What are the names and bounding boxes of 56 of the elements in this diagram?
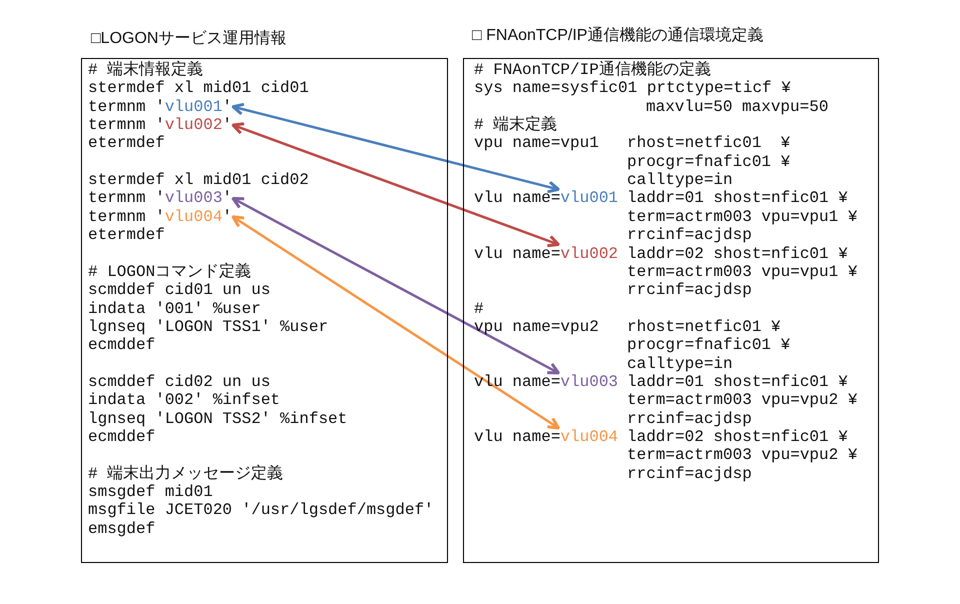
code-line: rrcinf=acjdsp xyxy=(627,410,752,428)
code-line: laddr=02 shost=nfic01 ¥ xyxy=(627,428,848,446)
code-line: termnm 'vlu001' xyxy=(88,98,232,116)
code-line: stermdef xl mid01 cid01 xyxy=(88,79,309,98)
code-line: lgnseq 'LOGON TSS2' %infset xyxy=(88,410,348,428)
code-line: rrcinf=acjdsp xyxy=(627,281,752,300)
code-line: rhost=netfic01 ¥ xyxy=(627,134,790,152)
code-line: etermdef xyxy=(88,134,165,152)
code-line: rrcinf=acjdsp xyxy=(627,226,752,244)
code-line: laddr=01 shost=nfic01 ¥ xyxy=(627,189,848,208)
code-line: vpu name=vpu1 xyxy=(474,134,599,152)
code-line: stermdef xl mid01 cid02 xyxy=(88,171,309,190)
code-line: indata '002' %infset xyxy=(88,391,280,410)
code-line: termnm 'vlu004' xyxy=(88,208,232,226)
arrow xyxy=(232,215,560,430)
code-line: # FNAonTCP/IP通信機能の定義 xyxy=(474,61,711,79)
code-line: # LOGONコマンド定義 xyxy=(88,262,252,281)
panel-heading: □ FNAonTCP/IP通信機能の通信環境定義 xyxy=(472,27,764,45)
code-line: sys name=sysfic01 prtctype=ticf ¥ xyxy=(474,79,791,98)
code-line: term=actrm003 vpu=vpu1 ¥ xyxy=(627,262,858,281)
code-line: etermdef xyxy=(88,226,165,244)
code-line: laddr=02 shost=nfic01 ¥ xyxy=(627,244,848,262)
code-line: # 端末情報定義 xyxy=(88,61,204,79)
code-line: rhost=netfic01 ¥ xyxy=(627,318,781,336)
arrow xyxy=(232,122,560,248)
code-line: lgnseq 'LOGON TSS1' %user xyxy=(88,318,328,336)
code-line: term=actrm003 vpu=vpu2 ¥ xyxy=(627,446,858,464)
panel-heading: □LOGONサービス運用情報 xyxy=(91,30,286,48)
code-line: procgr=fnafic01 ¥ xyxy=(627,152,790,171)
code-line: smsgdef mid01 xyxy=(88,483,213,502)
code-line: ecmddef xyxy=(88,336,156,354)
code-line: msgfile JCET020 '/usr/lgsdef/msgdef' xyxy=(88,501,434,520)
arrow xyxy=(232,196,560,374)
code-line: rrcinf=acjdsp xyxy=(627,464,752,483)
code-line: vpu name=vpu2 xyxy=(474,318,599,336)
code-line: vlu name=vlu001 xyxy=(474,189,618,208)
code-line: term=actrm003 vpu=vpu1 ¥ xyxy=(627,208,858,226)
code-line: procgr=fnafic01 ¥ xyxy=(627,336,790,354)
code-line: scmddef cid01 un us xyxy=(88,281,270,300)
code-line: calltype=in xyxy=(627,354,733,373)
code-line: termnm 'vlu002' xyxy=(88,116,232,134)
code-line: # 端末定義 xyxy=(474,116,558,134)
code-line: indata '001' %user xyxy=(88,300,261,318)
code-line: # xyxy=(474,300,484,318)
code-line: termnm 'vlu003' xyxy=(88,189,232,208)
code-line: ecmddef xyxy=(88,428,156,446)
code-line: vlu name=vlu002 xyxy=(474,244,618,262)
code-line: scmddef cid02 un us xyxy=(88,372,270,391)
code-line: term=actrm003 vpu=vpu2 ¥ xyxy=(627,391,858,410)
code-line: emsgdef xyxy=(88,520,156,538)
arrow xyxy=(232,102,560,194)
code-line: calltype=in xyxy=(627,171,733,190)
code-line: vlu name=vlu004 xyxy=(474,428,618,446)
code-line: laddr=01 shost=nfic01 ¥ xyxy=(627,372,848,391)
code-line: # 端末出力メッセージ定義 xyxy=(88,464,284,483)
code-line: maxvlu=50 maxvpu=50 xyxy=(646,98,828,116)
